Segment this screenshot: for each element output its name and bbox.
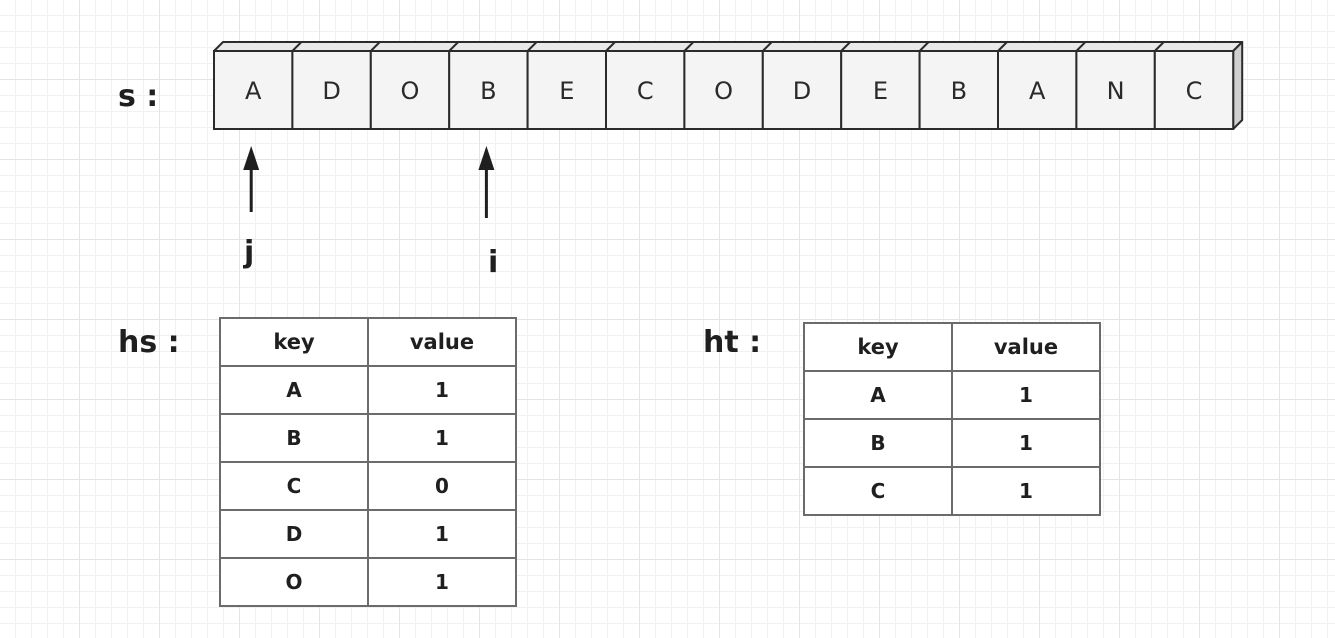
array-top-face <box>213 41 1244 52</box>
ht-label: ht : <box>703 325 762 360</box>
j-pointer-arrow <box>243 146 260 212</box>
array-cell-char: E <box>559 77 574 105</box>
i-pointer-arrow <box>478 146 495 218</box>
hs-header-row: key value <box>219 317 517 367</box>
array-cell-char: B <box>480 77 496 105</box>
hs-value-cell: 1 <box>367 365 517 415</box>
array-cell: E <box>526 41 607 130</box>
hs-key-header: key <box>219 317 369 367</box>
ht-value-cell: 1 <box>951 466 1101 516</box>
array-cell-char: N <box>1107 77 1125 105</box>
array-cell: B <box>918 41 999 130</box>
array-cell-char: D <box>322 77 340 105</box>
hs-key-cell: C <box>219 461 369 511</box>
hs-value-cell: 1 <box>367 557 517 607</box>
hs-key-cell: D <box>219 509 369 559</box>
ht-key-cell: C <box>803 466 953 516</box>
array-cell-char: C <box>1186 77 1203 105</box>
s-label: s : <box>118 79 159 114</box>
array-cell-char: B <box>951 77 967 105</box>
array-side-face <box>1232 41 1244 130</box>
array-cell: B <box>448 41 529 130</box>
array-cell: N <box>1075 41 1156 130</box>
array-cell: E <box>840 41 921 130</box>
hs-value-cell: 1 <box>367 509 517 559</box>
array-cell: D <box>291 41 372 130</box>
array-cell: A <box>213 50 294 130</box>
hs-key-cell: B <box>219 413 369 463</box>
ht-key-cell: A <box>803 370 953 420</box>
array-cell: C <box>605 41 686 130</box>
array-cell: O <box>683 41 764 130</box>
array-cell-char: O <box>401 77 420 105</box>
hs-key-cell: O <box>219 557 369 607</box>
array-cell-char: C <box>637 77 654 105</box>
array-cell: A <box>997 41 1078 130</box>
array-cell: C <box>1153 41 1235 130</box>
array-cell-char: D <box>793 77 811 105</box>
array-cell: D <box>761 41 843 130</box>
hs-value-cell: 1 <box>367 413 517 463</box>
array-cell-char: E <box>873 77 888 105</box>
array-cell-char: O <box>714 77 733 105</box>
hs-key-cell: A <box>219 365 369 415</box>
array-cell: O <box>369 41 451 130</box>
ht-key-cell: B <box>803 418 953 468</box>
j-pointer-label: j <box>244 235 255 270</box>
ht-key-header: key <box>803 322 953 372</box>
array-cell-char: A <box>245 77 262 105</box>
i-pointer-label: i <box>488 245 499 280</box>
hs-label: hs : <box>118 325 180 360</box>
ht-value-cell: 1 <box>951 370 1101 420</box>
ht-value-header: value <box>951 322 1101 372</box>
array-cell-char: A <box>1029 77 1046 105</box>
hs-value-header: value <box>367 317 517 367</box>
ht-value-cell: 1 <box>951 418 1101 468</box>
ht-header-row: key value <box>803 322 1101 372</box>
hs-value-cell: 0 <box>367 461 517 511</box>
